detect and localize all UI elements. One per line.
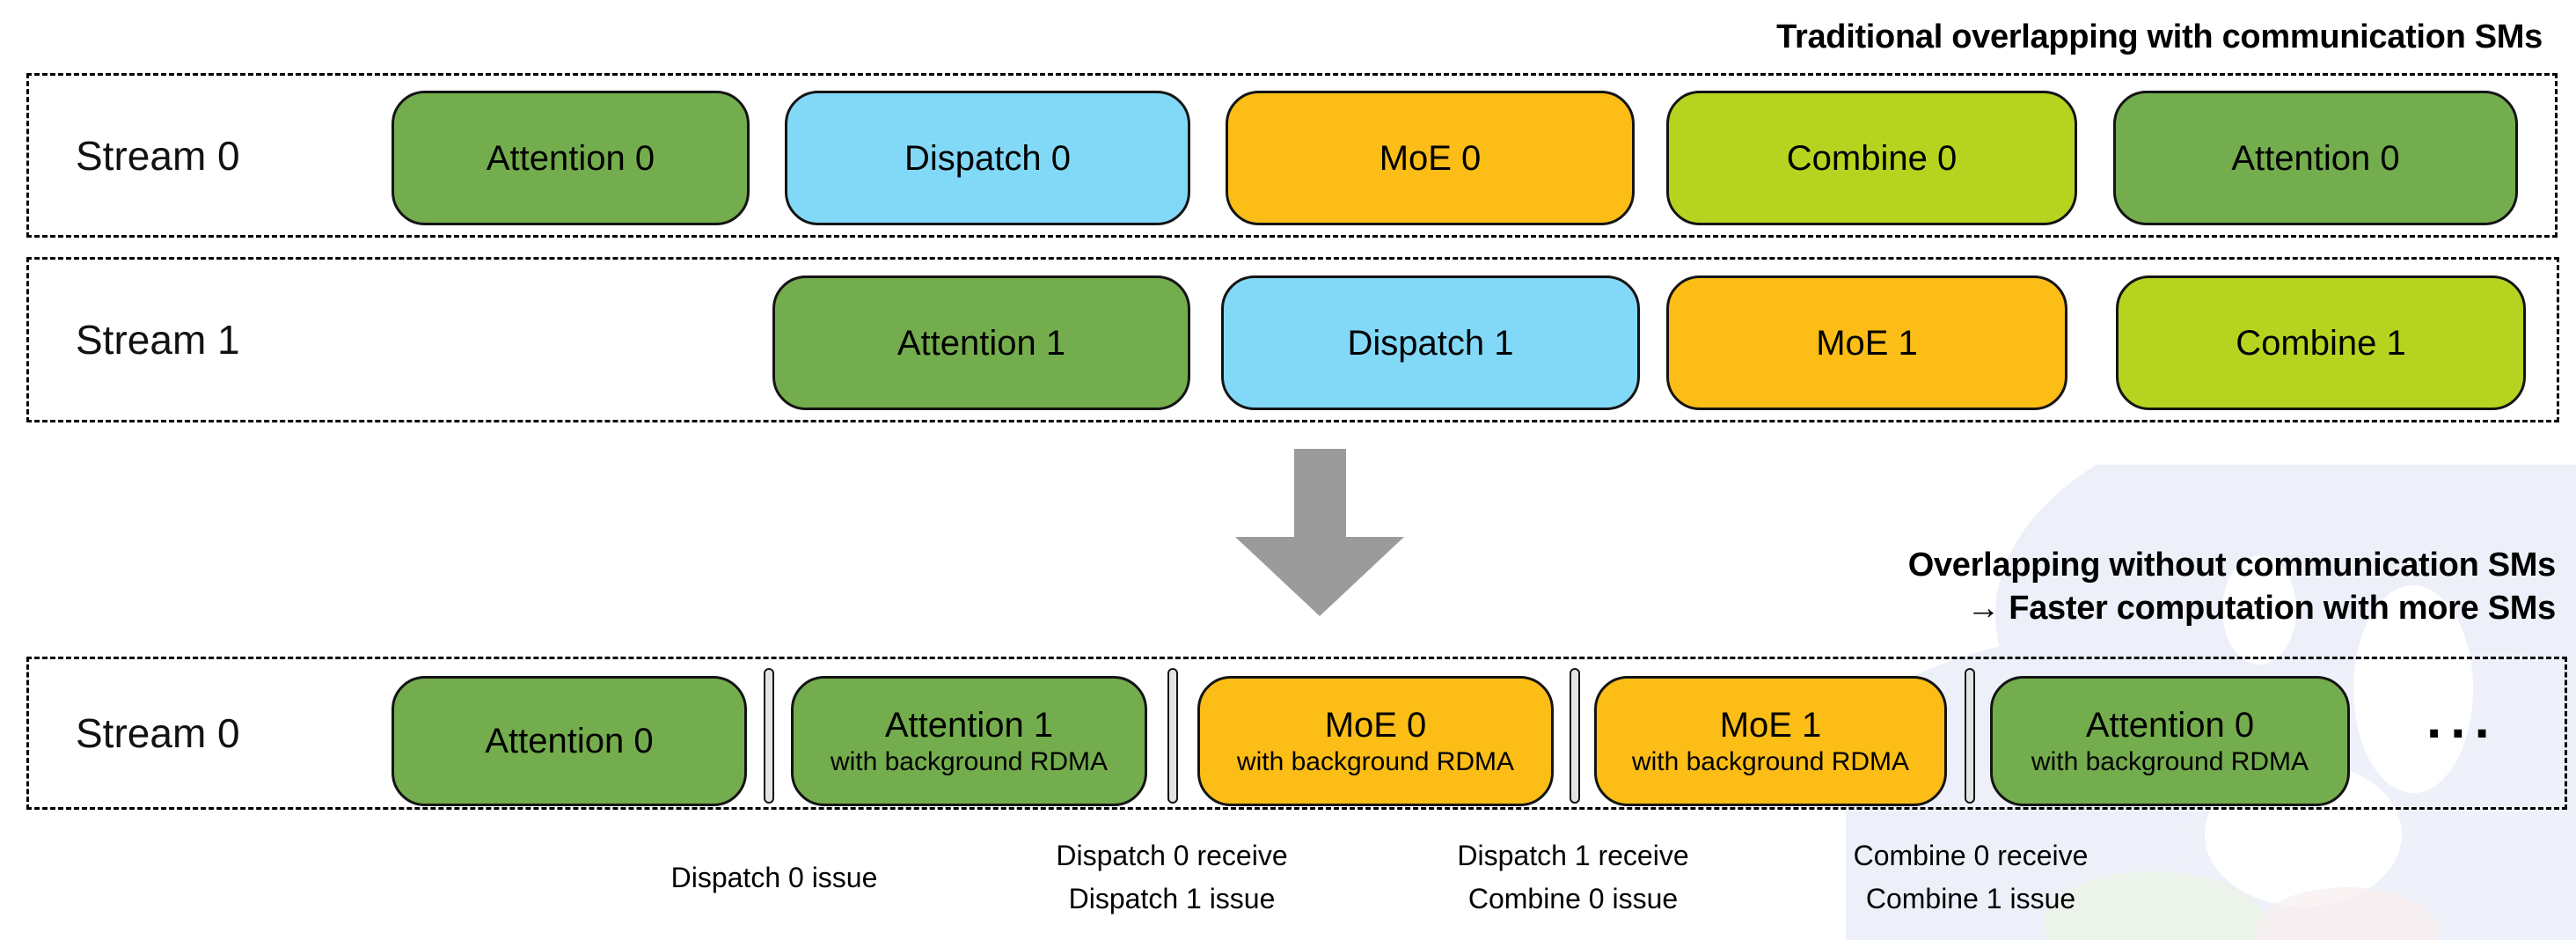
- block-attention-0-next: Attention 0: [2113, 91, 2518, 225]
- block-combine-1: Combine 1: [2116, 275, 2526, 410]
- block-combine-0: Combine 0: [1666, 91, 2077, 225]
- stream-split-separator: [1570, 668, 1580, 804]
- traditional-stream1-box: Stream 1 Attention 1 Dispatch 1 MoE 1 Co…: [26, 257, 2559, 422]
- block-sublabel: with background RDMA: [1631, 746, 1910, 776]
- block-sublabel: with background RDMA: [1236, 746, 1515, 776]
- optimized-stream0-label: Stream 0: [76, 710, 240, 756]
- block-attention-0-opt: Attention 0: [392, 676, 747, 806]
- annotation-dispatch0-issue: Dispatch 0 issue: [545, 826, 1003, 929]
- annotation-dispatch1-receive: Dispatch 1 receive Combine 0 issue: [1344, 826, 1802, 929]
- block-moe-0-rdma: MoE 0 with background RDMA: [1197, 676, 1554, 806]
- stream1-label: Stream 1: [76, 317, 240, 363]
- traditional-section-title: Traditional overlapping with communicati…: [1776, 18, 2543, 55]
- annotation-line: Dispatch 0 receive: [1056, 840, 1288, 871]
- block-sublabel: with background RDMA: [2031, 746, 2309, 776]
- block-label: Combine 1: [2236, 323, 2406, 363]
- block-sublabel: with background RDMA: [830, 746, 1109, 776]
- block-moe-0: MoE 0: [1226, 91, 1635, 225]
- block-moe-1: MoE 1: [1666, 275, 2067, 410]
- block-label: Attention 0: [485, 722, 654, 760]
- block-label: Combine 0: [1786, 138, 1958, 178]
- optimized-stream0-box: Stream 0 Attention 0 Attention 1 with ba…: [26, 657, 2567, 810]
- block-attention-0-rdma: Attention 0 with background RDMA: [1990, 676, 2350, 806]
- block-label: MoE 0: [1379, 138, 1482, 178]
- down-arrow-icon: [1235, 449, 1405, 616]
- annotation-line: Combine 0 receive: [1853, 840, 2089, 871]
- block-label: MoE 1: [1719, 705, 1822, 745]
- block-dispatch-0: Dispatch 0: [785, 91, 1190, 225]
- block-label: Attention 1: [884, 705, 1054, 745]
- annotation-line: Combine 1 issue: [1865, 883, 2076, 914]
- annotation-dispatch0-receive: Dispatch 0 receive Dispatch 1 issue: [943, 826, 1401, 929]
- stream-split-separator: [1167, 668, 1178, 804]
- stream-split-separator: [1965, 668, 1975, 804]
- stream0-label: Stream 0: [76, 132, 240, 179]
- annotation-combine0-receive: Combine 0 receive Combine 1 issue: [1742, 826, 2199, 929]
- block-label: Attention 1: [896, 323, 1066, 363]
- annotation-line: Dispatch 0 issue: [670, 861, 878, 893]
- optimized-section-title: Overlapping without communication SMs → …: [1907, 547, 2557, 627]
- block-label: Attention 0: [2085, 705, 2255, 745]
- traditional-stream0-box: Stream 0 Attention 0 Dispatch 0 MoE 0 Co…: [26, 73, 2558, 238]
- block-dispatch-1: Dispatch 1: [1221, 275, 1640, 410]
- block-label: Attention 0: [2231, 138, 2400, 178]
- block-attention-1-rdma: Attention 1 with background RDMA: [791, 676, 1147, 806]
- continuation-ellipsis: ...: [2426, 689, 2499, 750]
- annotation-line: Dispatch 1 receive: [1457, 840, 1689, 871]
- block-label: Dispatch 1: [1347, 323, 1514, 363]
- annotation-line: Dispatch 1 issue: [1068, 883, 1276, 914]
- stream-split-separator: [764, 668, 774, 804]
- block-label: MoE 0: [1324, 705, 1427, 745]
- annotation-line: Combine 0 issue: [1467, 883, 1679, 914]
- block-label: MoE 1: [1816, 323, 1918, 363]
- block-moe-1-rdma: MoE 1 with background RDMA: [1594, 676, 1947, 806]
- block-attention-0: Attention 0: [392, 91, 750, 225]
- block-label: Attention 0: [486, 138, 655, 178]
- block-label: Dispatch 0: [904, 138, 1071, 178]
- block-attention-1: Attention 1: [772, 275, 1190, 410]
